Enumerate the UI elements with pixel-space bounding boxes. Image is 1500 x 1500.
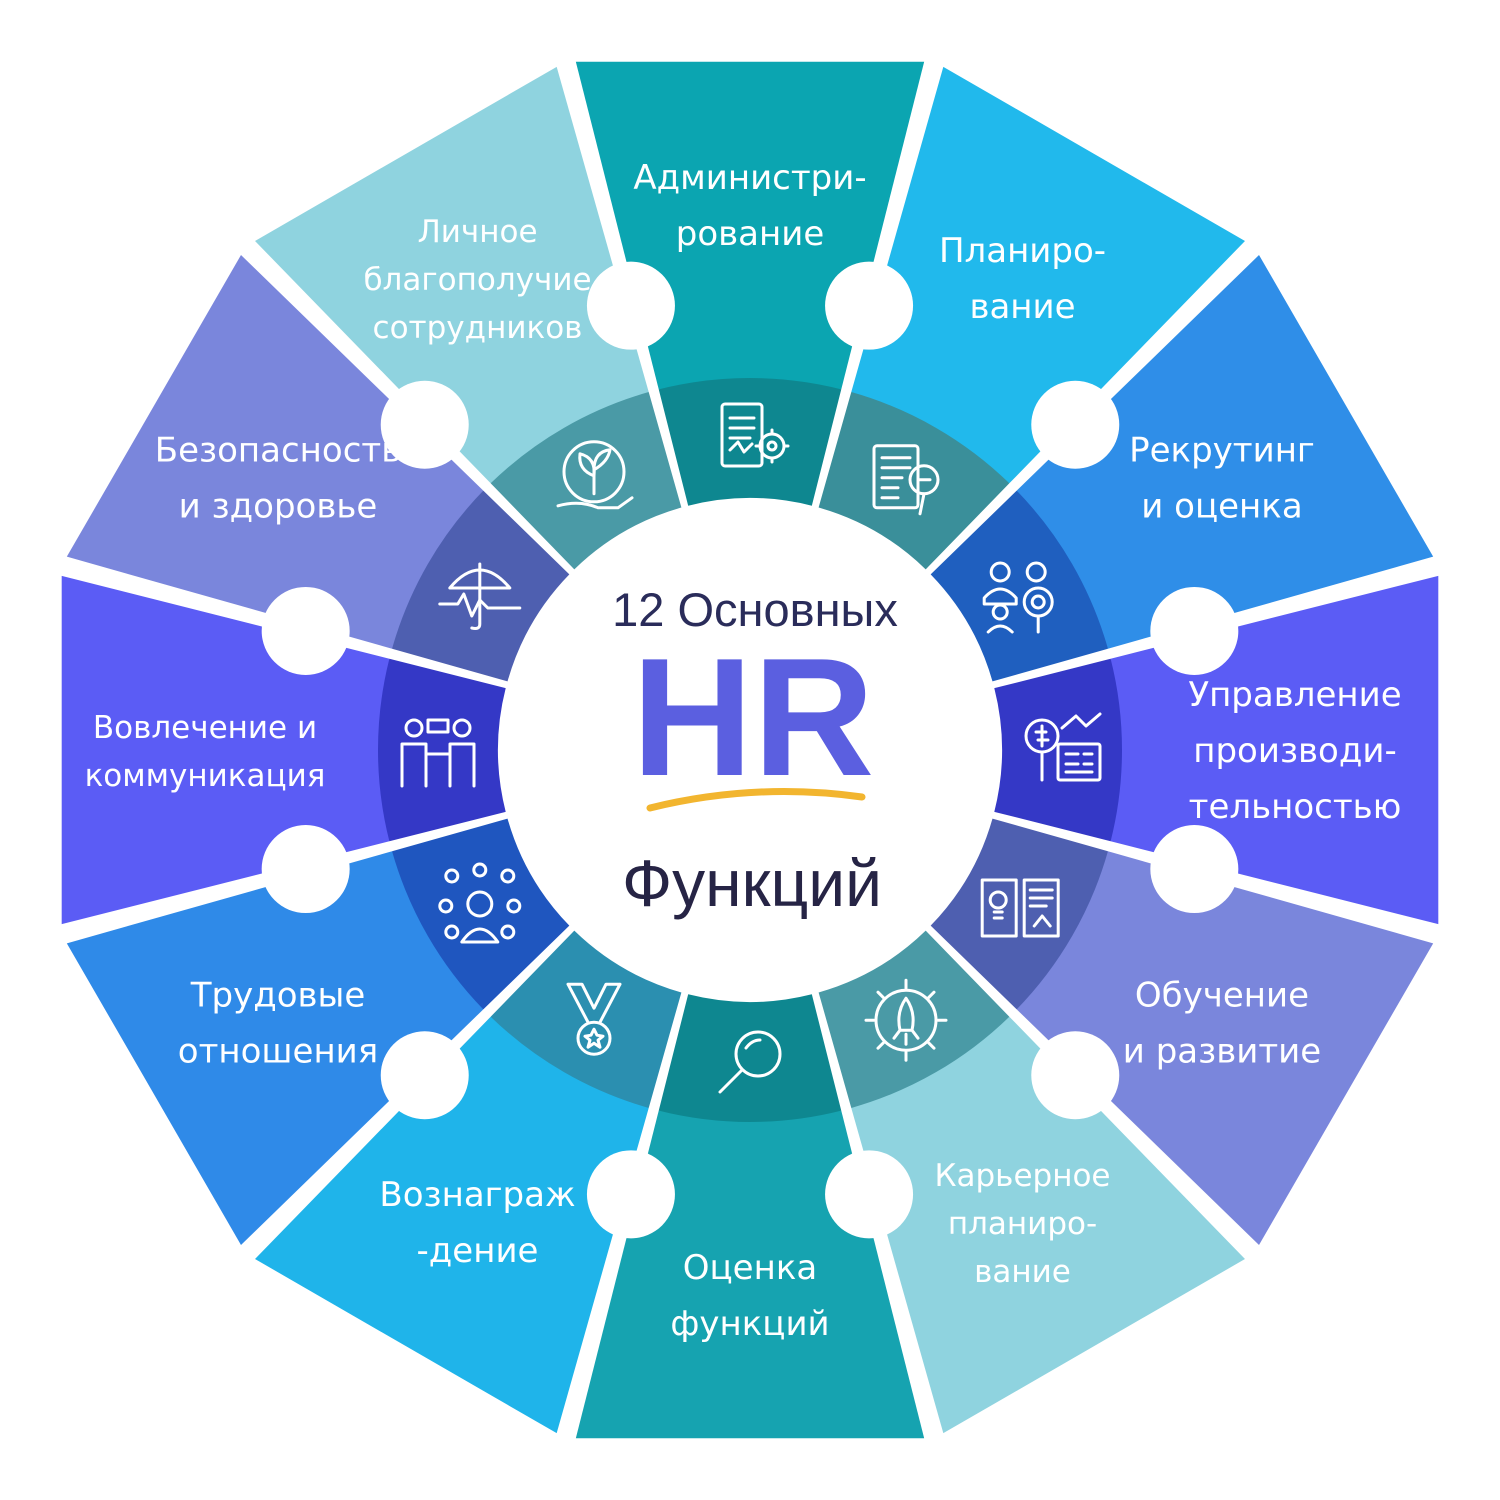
segment-career: Карьерное планиро-вание: [818, 930, 1245, 1434]
segment-outer: [851, 66, 1245, 484]
segment-outer: [66, 851, 484, 1245]
segment-safety: Безопасность и здоровье: [66, 255, 570, 682]
segment-label-line: Оценка: [683, 1248, 817, 1288]
document-gear-icon: [720, 402, 790, 468]
center-hub: 12 Основных HR Функций: [502, 502, 998, 998]
connector-knob: [1150, 586, 1239, 675]
connector-knob: [261, 586, 350, 675]
segment-label-line: отношения: [178, 1032, 378, 1072]
magnifier-icon: [718, 1030, 782, 1094]
segment-label: Вовлечение и коммуникация: [85, 710, 326, 794]
segment-label-line: сотрудников: [373, 310, 583, 346]
people-talk-icon: [400, 718, 476, 788]
segment-label-line: благополучие: [363, 262, 591, 298]
segment-inner: [378, 658, 506, 842]
segment-planning: Планиро-вание: [818, 66, 1245, 570]
connector-knob: [586, 1150, 675, 1239]
segment-outer: [66, 255, 484, 649]
segment-label-line: и развитие: [1123, 1032, 1321, 1072]
segment-labor-relations: Трудовые отношения: [66, 818, 570, 1245]
segment-inner: [392, 818, 570, 1010]
segment-wellbeing: Личное благополучие сотрудников: [255, 66, 682, 570]
umbrella-pulse-icon: [438, 562, 522, 630]
people-magnifier-icon: [982, 561, 1054, 634]
segment-label: Трудовые отношения: [178, 976, 378, 1072]
segment-label-line: производи-: [1193, 731, 1397, 771]
connector-knob: [1031, 380, 1120, 469]
connector-knob: [1150, 825, 1239, 914]
money-chart-icon: [1024, 712, 1102, 782]
connector-knob: [380, 1031, 469, 1120]
medal-icon: [566, 982, 622, 1056]
segment-label-line: рование: [676, 214, 825, 254]
center-circle: [502, 502, 998, 998]
connector-knob: [261, 825, 350, 914]
segment-outer: [1016, 851, 1434, 1245]
segment-label: Карьерное планиро-вание: [934, 1158, 1110, 1290]
connector-knob: [380, 380, 469, 469]
rocket-gear-icon: [864, 978, 948, 1062]
segment-recruiting: Рекрутинг и оценка: [930, 255, 1434, 682]
segment-label: Управление производи-тельностью: [1188, 675, 1401, 827]
segment-outer: [1016, 255, 1434, 649]
segment-label-line: коммуникация: [85, 758, 326, 794]
segment-inner: [658, 378, 842, 506]
segment-outer: [255, 66, 649, 484]
segment-label-line: функций: [670, 1304, 829, 1344]
segment-learning: Обучение и развитие: [930, 818, 1434, 1245]
segment-label-line: Обучение: [1135, 976, 1309, 1016]
center-top-line: 12 Основных: [612, 583, 898, 636]
connector-knob: [586, 261, 675, 350]
book-lightbulb-icon: [980, 878, 1060, 938]
connector-knob: [825, 261, 914, 350]
center-bottom-line: Функций: [622, 846, 882, 920]
segment-label-line: вание: [969, 287, 1075, 327]
segment-label: Администри-рование: [633, 158, 866, 254]
document-search-icon: [872, 444, 940, 516]
segment-label-line: вание: [974, 1254, 1071, 1290]
segment-label-line: Личное: [417, 214, 537, 250]
segment-label: Вознаграж -дение: [379, 1175, 575, 1271]
segment-label-line: тельностью: [1189, 787, 1402, 827]
segment-label: Рекрутинг и оценка: [1129, 431, 1315, 527]
hand-plant-icon: [556, 440, 634, 510]
segment-label-line: Рекрутинг: [1129, 431, 1315, 471]
segment-inner: [658, 994, 842, 1122]
segment-label-line: Администри-: [633, 158, 866, 198]
segment-label-line: Карьерное: [934, 1158, 1110, 1194]
segment-label-line: Трудовые: [190, 976, 366, 1016]
segment-label: Оценка функций: [670, 1248, 829, 1344]
segment-inner: [930, 490, 1108, 682]
segment-label-line: Управление: [1188, 675, 1401, 715]
segment-label-line: Вознаграж: [379, 1175, 575, 1215]
segment-label: Планиро-вание: [939, 231, 1106, 327]
segment-inner: [490, 392, 682, 570]
network-person-icon: [438, 862, 522, 944]
hr-logo: HR: [632, 623, 875, 811]
segment-label-line: Безопасность: [155, 431, 401, 471]
connector-knob: [825, 1150, 914, 1239]
logo-underline: [646, 788, 866, 812]
segment-outer: [255, 1016, 649, 1434]
segment-label-line: и оценка: [1141, 487, 1302, 527]
segment-inner: [930, 818, 1108, 1010]
segment-label-line: планиро-: [948, 1206, 1097, 1242]
segment-outer: [851, 1016, 1245, 1434]
segment-label: Безопасность и здоровье: [155, 431, 401, 527]
segment-label-line: Вовлечение и: [93, 710, 317, 746]
segment-label: Обучение и развитие: [1123, 976, 1321, 1072]
segment-label-line: Планиро-: [939, 231, 1106, 271]
segment-label-line: и здоровье: [179, 487, 378, 527]
segment-inner: [818, 392, 1010, 570]
segment-rewards: Вознаграж -дение: [255, 930, 682, 1434]
segment-label-line: -дение: [417, 1231, 539, 1271]
connector-knob: [1031, 1031, 1120, 1120]
segment-label: Личное благополучие сотрудников: [363, 214, 591, 346]
connectors-layer: [261, 261, 1239, 1239]
